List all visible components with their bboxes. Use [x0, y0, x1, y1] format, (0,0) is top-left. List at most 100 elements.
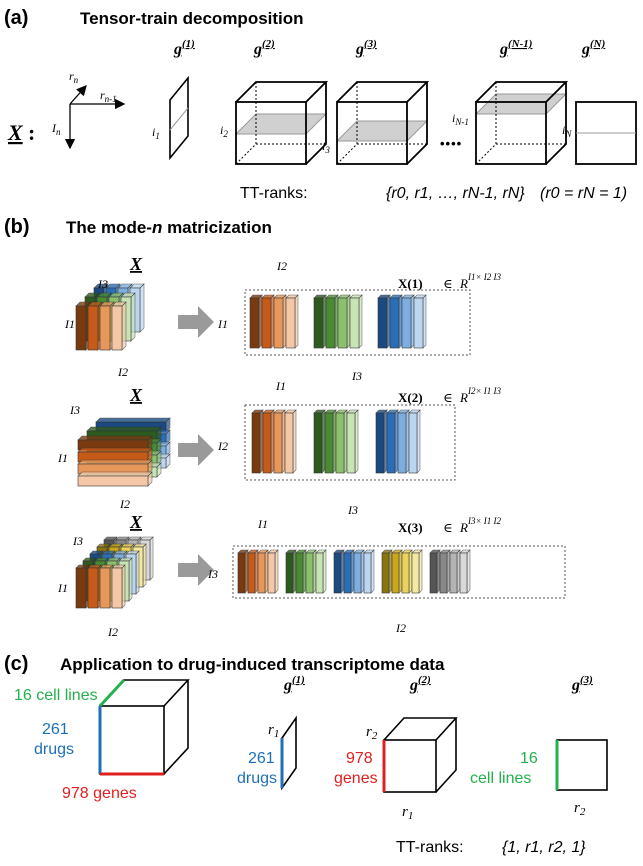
panel-b-title: The mode-n matricization: [66, 218, 272, 237]
app-core-g1-left-2: drugs: [237, 770, 277, 787]
app-core-g1-left-1: 261: [248, 750, 275, 767]
axes-diagram: rn rn-1 In: [51, 69, 126, 150]
matrix1-slab-blue-3: [413, 294, 427, 349]
app-core-g1: g(1) r1 261 drugs: [237, 674, 305, 791]
row1-matrix-slabs: [249, 294, 427, 349]
row1-matrix-frame: [244, 289, 471, 356]
matrix3-slab-blue-3: [363, 549, 375, 594]
row2-space: RI2× I1 I3: [459, 386, 502, 405]
panel-c: (c) Application to drug-induced transcri…: [4, 653, 608, 856]
matrix2-slab-orange-1: [262, 409, 275, 474]
matrix3-slab-blue-1: [343, 549, 355, 594]
axis-I-n-label: In: [51, 121, 61, 137]
matrix3-slab-orange-2: [257, 549, 269, 594]
row1-matrix-left-label: I1: [217, 317, 228, 331]
row3-tensor-diagram: [75, 536, 154, 609]
row3-matrix-slabs: [237, 549, 471, 594]
row2-tensor-bottom-label: I2: [119, 497, 130, 511]
core-gN: g(N) iN: [562, 38, 637, 165]
tt-ranks-label-a: TT-ranks:: [240, 185, 308, 202]
row2-matrix-frame: [244, 404, 456, 481]
app-core-g3: g(3) 16 cell lines r2: [470, 674, 608, 818]
matrix3-slab-orange-1: [247, 549, 259, 594]
matrix3-slab-gray-2: [449, 549, 461, 594]
matrix3-slab-yellow-0: [381, 549, 393, 594]
row3-matrix-bottom-label: I2: [395, 621, 406, 635]
matrix1-slab-green-2: [337, 294, 351, 349]
matrix1-slab-blue-2: [401, 294, 415, 349]
row3-tensor-top-label: I3: [72, 534, 83, 548]
matrix3-slab-gray-3: [459, 549, 471, 594]
matrix2-slab-green-1: [324, 409, 337, 474]
row2-matrix-name: X(2): [398, 390, 423, 405]
ellipsis-dots: ••••: [440, 136, 462, 151]
core-g3-label: g(3): [355, 38, 377, 58]
cube-left-label-2: drugs: [34, 741, 74, 758]
matrix3-slab-green-1: [295, 549, 307, 594]
matrix3-slab-yellow-2: [401, 549, 413, 594]
matrix3-slab-blue-0: [333, 549, 345, 594]
row1-arrow: [178, 306, 214, 338]
matrix2-slab-green-0: [313, 409, 326, 474]
matrix3-slab-green-0: [285, 549, 297, 594]
tensor3-slab-orange-2: [99, 564, 114, 609]
matrix2-slab-green-2: [335, 409, 348, 474]
core-g1: g(1) i1: [152, 38, 195, 161]
tensor3-slab-orange-0: [75, 564, 90, 609]
app-core-g2: g(2) r2 978 genes r1: [334, 674, 458, 822]
matrix3-slab-blue-2: [353, 549, 365, 594]
matricization-row-3: X I3 I1 I2 I1 I3 I2 X(3) ∈ RI3× I1 I2: [57, 512, 566, 639]
axis-r-n1-label: rn-1: [100, 88, 117, 104]
matrix1-slab-orange-2: [273, 294, 287, 349]
matrix3-slab-orange-3: [267, 549, 279, 594]
matrix3-slab-yellow-1: [391, 549, 403, 594]
row3-matrix-frame: [232, 545, 566, 599]
row1-tensor-label: X: [129, 254, 143, 274]
row2-matrix-bottom-label: I3: [347, 503, 358, 517]
app-core-g2-bottom: r1: [402, 804, 413, 822]
matrix1-slab-orange-0: [249, 294, 263, 349]
tensor-x-label: X: [7, 120, 24, 145]
matrix2-slab-orange-2: [273, 409, 286, 474]
matrix3-slab-green-2: [305, 549, 317, 594]
matrix1-slab-orange-3: [285, 294, 299, 349]
tt-ranks-set-c: {1, r1, r2, 1}: [502, 839, 586, 856]
core-g2-side-label: i2: [220, 123, 228, 139]
tensor3-slab-orange-3: [111, 564, 126, 609]
matrix2-slab-green-3: [346, 409, 359, 474]
row1-tensor-top-label: I3: [97, 277, 108, 291]
app-core-g3-left-1: 16: [520, 750, 538, 767]
tensor2-slab-orange-3: [77, 471, 153, 487]
matrix1-slab-green-0: [313, 294, 327, 349]
row3-tensor-bottom-label: I2: [107, 625, 118, 639]
row2-tensor-label: X: [129, 385, 143, 405]
core-g2-label: g(2): [253, 38, 275, 58]
tt-ranks-note-a: (r0 = rN = 1): [540, 185, 627, 202]
row2-tensor-diagram: [77, 417, 171, 487]
matrix3-slab-gray-0: [429, 549, 441, 594]
panel-a: (a) Tensor-train decomposition X : rn rn…: [4, 7, 637, 202]
app-core-g2-left-1: 978: [346, 750, 373, 767]
matrix2-slab-blue-0: [375, 409, 388, 474]
cube-top-label: 16 cell lines: [14, 687, 98, 704]
app-core-g3-bottom: r2: [574, 800, 586, 818]
matrix2-slab-orange-0: [251, 409, 264, 474]
row3-in-symbol: ∈: [443, 520, 453, 535]
matrix2-slab-blue-3: [408, 409, 421, 474]
row2-matrix-slabs: [251, 409, 421, 474]
panel-a-letter: (a): [4, 7, 28, 29]
tensor-x-colon: :: [28, 120, 35, 145]
row2-tensor-left-label: I1: [57, 451, 68, 465]
tensor3-slab-orange-1: [87, 564, 102, 609]
row1-tensor-diagram: [75, 283, 145, 351]
core-gN-1-side-label: iN-1: [452, 111, 469, 127]
core-gN-1-label: g(N-1): [499, 38, 532, 58]
matrix3-slab-green-3: [315, 549, 327, 594]
row2-matrix-left-label: I2: [217, 439, 228, 453]
matrix1-slab-blue-1: [389, 294, 403, 349]
row1-matrix-name: X(1): [398, 276, 423, 291]
row3-tensor-left-label: I1: [57, 581, 68, 595]
app-core-g3-left-2: cell lines: [470, 770, 531, 787]
matrix2-slab-blue-1: [386, 409, 399, 474]
